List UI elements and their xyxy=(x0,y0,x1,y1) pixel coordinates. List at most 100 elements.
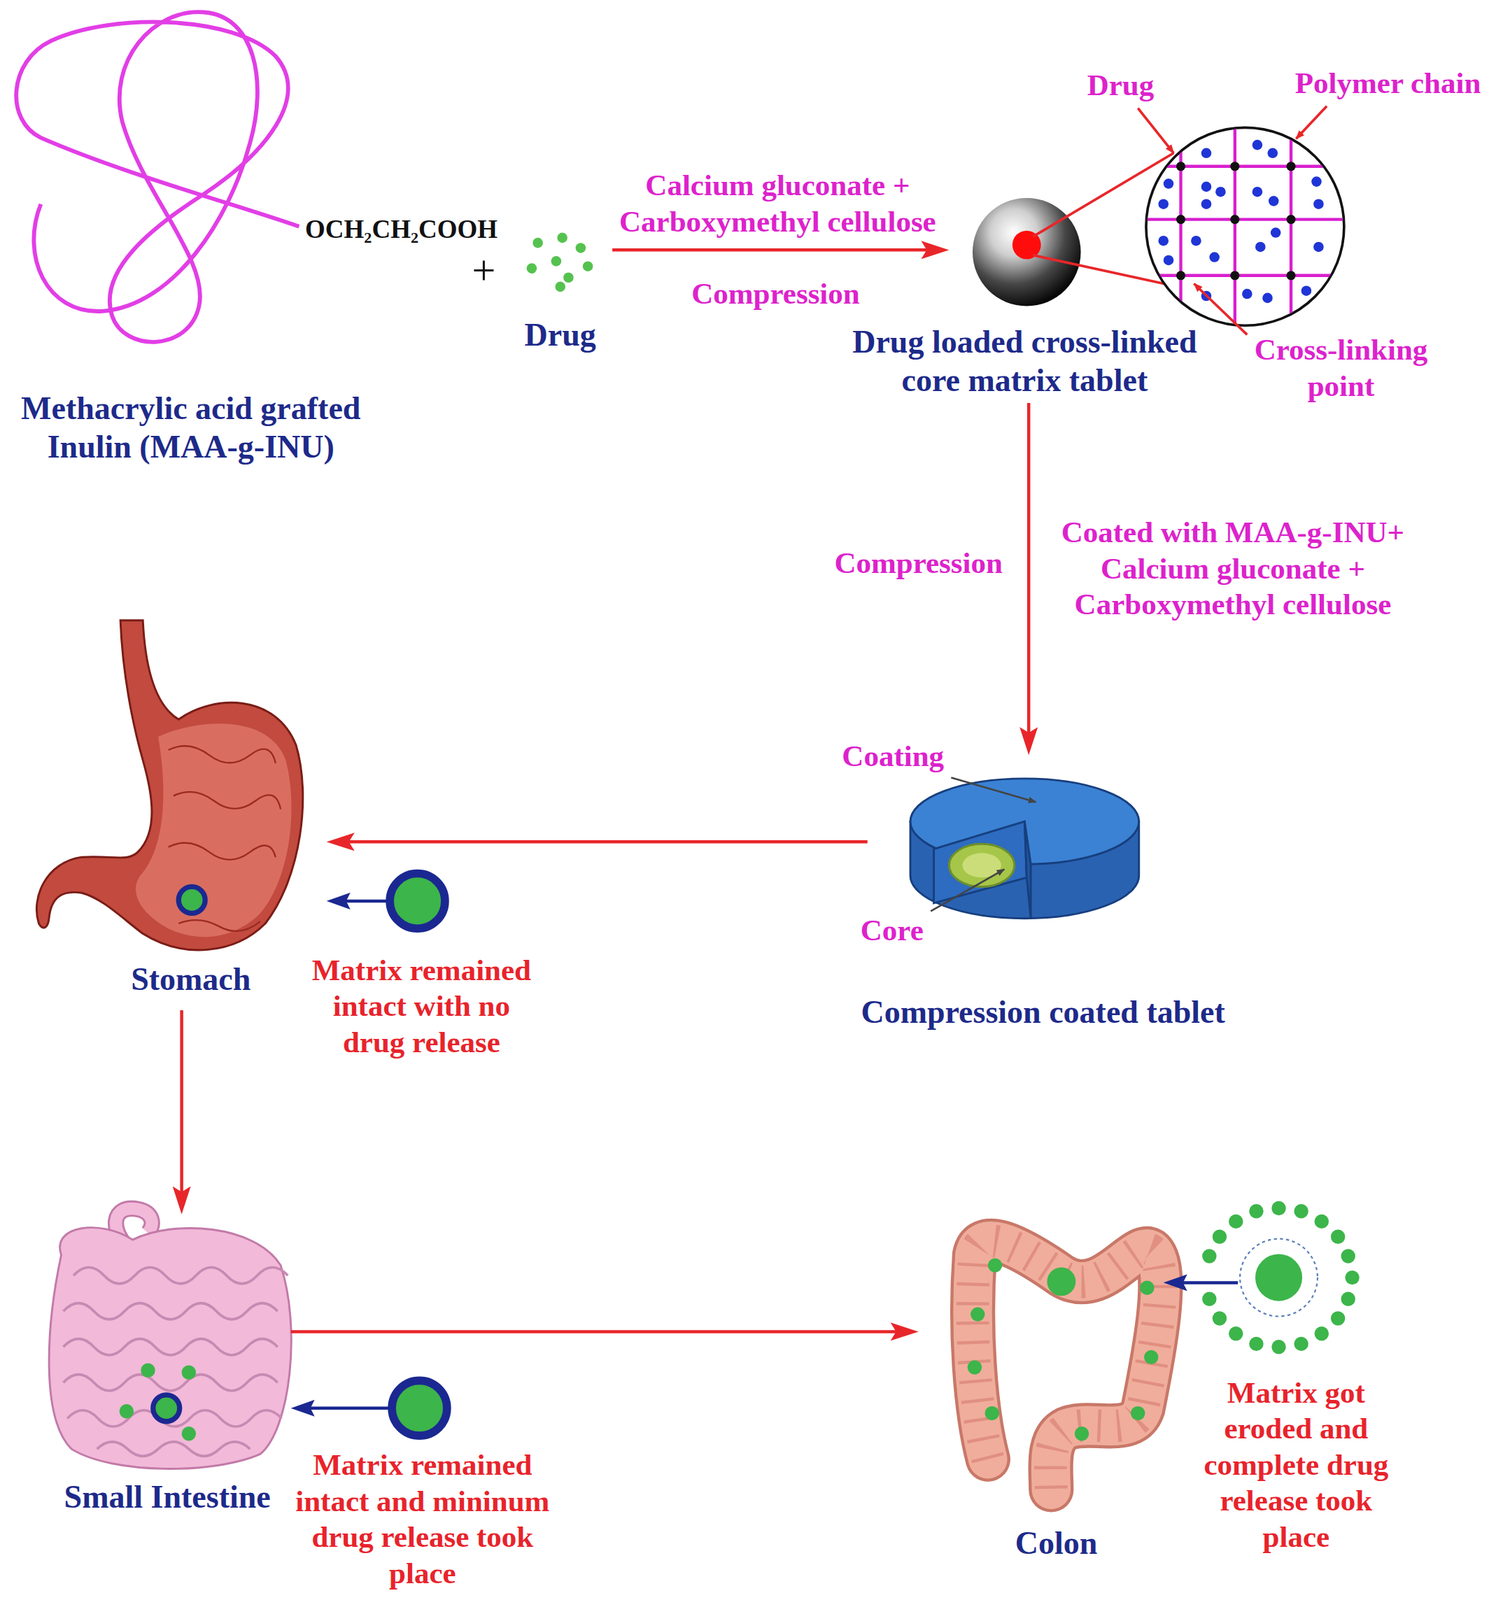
node-label: Matrix remained intact and mininum drug … xyxy=(287,1447,557,1592)
flow-arrow xyxy=(1027,403,1031,748)
zoom-network xyxy=(1311,176,1322,187)
flow-arrow xyxy=(612,248,942,252)
zoom-network xyxy=(1215,186,1226,198)
zoom-network xyxy=(1193,283,1247,335)
eroded-matrix xyxy=(1293,1337,1308,1352)
stomach-drawing xyxy=(168,745,281,932)
zoom-network xyxy=(1176,270,1186,280)
zoom-network xyxy=(1201,147,1212,159)
small-intestine-drawing xyxy=(181,1426,196,1441)
plus-sign: + xyxy=(471,244,496,296)
coated-tablet: Compression coated tablet xyxy=(867,754,1144,931)
node-label: Drug xyxy=(524,315,597,355)
stomach-drawing xyxy=(178,886,206,914)
drug-dots xyxy=(551,256,562,267)
callout-label: Polymer chain xyxy=(1295,65,1482,102)
small-intestine-drawing xyxy=(97,1442,251,1457)
stomach-drawing xyxy=(36,620,303,951)
drug-dots xyxy=(582,260,594,272)
eroded-matrix xyxy=(1202,1292,1217,1307)
small-intestine-drawing xyxy=(119,1363,196,1442)
colon-drawing xyxy=(1144,1350,1159,1365)
small-intestine-drawing xyxy=(73,1267,288,1284)
eroded-matrix xyxy=(1239,1239,1318,1317)
connector-label: Calcium gluconate + Carboxymethyl cellul… xyxy=(605,167,951,240)
colon-drawing xyxy=(970,1307,985,1322)
drug-dots xyxy=(563,272,574,283)
zoom-network xyxy=(1295,106,1327,140)
connector-label: Coated with MAA-g-INU+ Calcium gluconate… xyxy=(1050,514,1415,623)
zoom-network xyxy=(1230,214,1240,224)
tablet-drawing xyxy=(948,843,1014,887)
matrix-tablet-sphere xyxy=(972,198,1082,307)
polymer-illustration: OCH₂CH₂COOHMethacrylic acid grafted Inul… xyxy=(4,0,306,352)
process-label: Compression xyxy=(834,545,1003,582)
matrix-circle xyxy=(389,873,446,930)
callout-label: Drug xyxy=(1087,67,1155,104)
zoom-network xyxy=(1158,198,1169,210)
zoom-network xyxy=(1241,288,1253,300)
matrix-state: Matrix remained intact with no drug rele… xyxy=(386,870,449,933)
zoom-network xyxy=(1176,214,1186,224)
small-intestine-drawing xyxy=(62,1267,288,1457)
zoom-network xyxy=(1252,139,1263,151)
drug-dots xyxy=(526,233,594,293)
eroded-matrix xyxy=(1212,1311,1227,1326)
node-label: Drug loaded cross-linked core matrix tab… xyxy=(831,322,1218,400)
zoom-network xyxy=(1255,242,1266,253)
callout-label: Coating xyxy=(841,738,944,775)
zoom-network xyxy=(1230,270,1240,280)
small-intestine-drawing xyxy=(181,1365,196,1380)
small-intestine-drawing xyxy=(153,1395,180,1422)
intestine-organ: Small Intestine xyxy=(46,1214,292,1471)
stomach-drawing xyxy=(168,745,276,764)
zoom-network xyxy=(1268,195,1280,207)
inulin-chain xyxy=(16,11,299,343)
eroded-matrix xyxy=(1314,1214,1329,1229)
small-intestine-drawing xyxy=(140,1363,155,1378)
colon-drawing xyxy=(972,1241,1161,1491)
stomach-drawing xyxy=(173,792,281,810)
tablet-drawing xyxy=(950,777,1036,802)
zoom-network xyxy=(1233,122,1237,332)
drug-dots xyxy=(554,281,566,293)
tablet-drawing xyxy=(930,869,1005,912)
zoom-network xyxy=(1289,122,1293,332)
zoom-network xyxy=(1158,235,1169,247)
flow-arrow xyxy=(1170,1281,1238,1285)
core-tablet: Drug loaded cross-linked core matrix tab… xyxy=(948,196,1103,404)
zoom-network xyxy=(1137,108,1174,154)
small-intestine-drawing xyxy=(119,1404,134,1419)
zoom-network xyxy=(1176,161,1296,280)
eroded-matrix xyxy=(1228,1214,1243,1229)
node-label: Methacrylic acid grafted Inulin (MAA-g-I… xyxy=(0,389,381,467)
eroded-matrix xyxy=(1341,1248,1356,1263)
small-intestine-drawing xyxy=(62,1374,278,1392)
drug-illustration: Drug xyxy=(515,229,613,296)
eroded-matrix xyxy=(1271,1339,1286,1354)
eroded-matrix xyxy=(1202,1201,1360,1355)
zoom-network xyxy=(1143,274,1348,278)
node-label: OCH₂CH₂COOH xyxy=(305,214,498,245)
process-label: Compression xyxy=(691,275,860,313)
zoom-network xyxy=(1230,161,1240,171)
drug-dots xyxy=(556,233,568,244)
eroded-matrix xyxy=(1314,1326,1329,1341)
flow-arrow xyxy=(298,1407,390,1411)
zoom-network xyxy=(1286,270,1296,280)
eroded-matrix xyxy=(1330,1311,1345,1326)
stomach-drawing xyxy=(168,843,276,860)
eroded-matrix xyxy=(1255,1254,1303,1302)
colon-drawing xyxy=(1139,1280,1154,1295)
zoom-network xyxy=(1137,106,1347,336)
zoom-network xyxy=(1313,198,1324,210)
zoom-network xyxy=(1209,251,1220,263)
zoom-network xyxy=(1301,285,1312,296)
colon-drawing xyxy=(1074,1426,1089,1441)
zoom-network xyxy=(1286,161,1296,171)
small-intestine-drawing xyxy=(62,1339,278,1356)
colon-organ: Colon xyxy=(918,1219,1164,1501)
